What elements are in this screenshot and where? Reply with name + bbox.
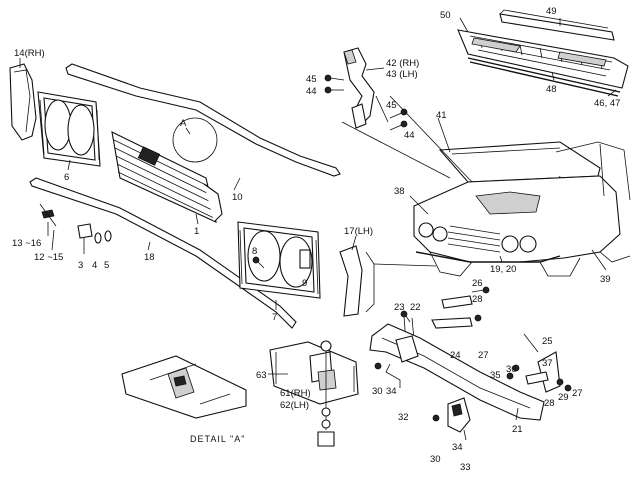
label-9: 9 bbox=[302, 278, 307, 289]
label-34-upper: 34 bbox=[386, 386, 397, 397]
label-46-47: 46, 47 bbox=[594, 98, 620, 109]
label-5: 5 bbox=[104, 260, 109, 271]
label-38: 38 bbox=[394, 186, 405, 197]
label-45-lower: 45 bbox=[386, 100, 397, 111]
label-7: 7 bbox=[272, 312, 277, 323]
label-63: 63 bbox=[256, 370, 267, 381]
screw-set bbox=[77, 223, 112, 254]
hinge-bolts-lower bbox=[389, 108, 408, 131]
label-23: 23 bbox=[394, 302, 405, 313]
side-bracket bbox=[339, 245, 375, 317]
label-3: 3 bbox=[78, 260, 83, 271]
label-21: 21 bbox=[512, 424, 523, 435]
label-detail-a: DETAIL "A" bbox=[190, 434, 245, 444]
bumper-stay-right bbox=[506, 351, 572, 393]
label-44-lower: 44 bbox=[404, 130, 415, 141]
label-42: 42 (RH) bbox=[386, 58, 419, 69]
label-48: 48 bbox=[546, 84, 557, 95]
bezel-screw bbox=[252, 256, 265, 269]
label-41: 41 bbox=[436, 110, 447, 121]
bumper-bolt-30 bbox=[374, 362, 382, 370]
label-27-right: 27 bbox=[572, 388, 583, 399]
radiator-grille bbox=[111, 131, 223, 223]
label-12: 12 ~15 bbox=[34, 252, 63, 263]
label-6: 6 bbox=[64, 172, 69, 183]
label-49: 49 bbox=[546, 6, 557, 17]
label-17: 17(LH) bbox=[344, 226, 373, 237]
label-62: 62(LH) bbox=[280, 400, 309, 411]
label-1: 1 bbox=[194, 226, 199, 237]
label-27-left: 27 bbox=[478, 350, 489, 361]
label-61: 61(RH) bbox=[280, 388, 311, 399]
label-a: A bbox=[180, 118, 187, 129]
label-30-upper: 30 bbox=[372, 386, 383, 397]
upper-molding-part bbox=[65, 63, 341, 177]
label-13: 13 ~16 bbox=[12, 238, 41, 249]
bumper-stay-left bbox=[431, 286, 490, 329]
cowl-grille bbox=[457, 9, 629, 97]
label-43: 43 (LH) bbox=[386, 69, 418, 80]
label-22: 22 bbox=[410, 302, 421, 313]
car-body bbox=[413, 141, 631, 277]
detail-a-drawing bbox=[121, 355, 247, 419]
label-50: 50 bbox=[440, 10, 451, 21]
label-18: 18 bbox=[144, 252, 155, 263]
headlamp-bezel-left bbox=[37, 91, 101, 167]
label-34-lower: 34 bbox=[452, 442, 463, 453]
label-28-right: 28 bbox=[544, 398, 555, 409]
label-29: 29 bbox=[558, 392, 569, 403]
bumper-mount-bracket bbox=[269, 340, 359, 447]
lower-molding-part bbox=[29, 177, 297, 329]
detail-a-callout bbox=[172, 117, 218, 163]
leader-lines bbox=[19, 17, 617, 441]
label-32: 32 bbox=[398, 412, 409, 423]
label-14: 14(RH) bbox=[14, 48, 45, 59]
front-bumper bbox=[369, 323, 545, 421]
label-44-upper: 44 bbox=[306, 86, 317, 97]
label-28-left: 28 bbox=[472, 294, 483, 305]
label-4: 4 bbox=[92, 260, 97, 271]
label-8: 8 bbox=[252, 246, 257, 257]
label-25: 25 bbox=[542, 336, 553, 347]
label-30-lower: 30 bbox=[430, 454, 441, 465]
label-39: 39 bbox=[600, 274, 611, 285]
bumper-bracket bbox=[432, 397, 471, 433]
label-19-20: 19, 20 bbox=[490, 264, 516, 275]
label-35: 35 bbox=[490, 370, 501, 381]
hinge-bolts-upper bbox=[324, 74, 345, 94]
label-26: 26 bbox=[472, 278, 483, 289]
label-10: 10 bbox=[232, 192, 243, 203]
label-37: 37 bbox=[542, 358, 553, 369]
label-33: 33 bbox=[460, 462, 471, 473]
label-45-upper: 45 bbox=[306, 74, 317, 85]
molding-clip bbox=[39, 203, 57, 227]
label-36: 36 bbox=[506, 364, 517, 375]
headlamp-bezel-right bbox=[237, 221, 321, 299]
corner-trim-part bbox=[9, 63, 37, 141]
label-24: 24 bbox=[450, 350, 461, 361]
hood-hinge bbox=[343, 47, 389, 129]
part-labels: 14(RH) 6 A 10 1 13 ~16 12 ~15 3 4 5 18 8… bbox=[12, 6, 620, 473]
